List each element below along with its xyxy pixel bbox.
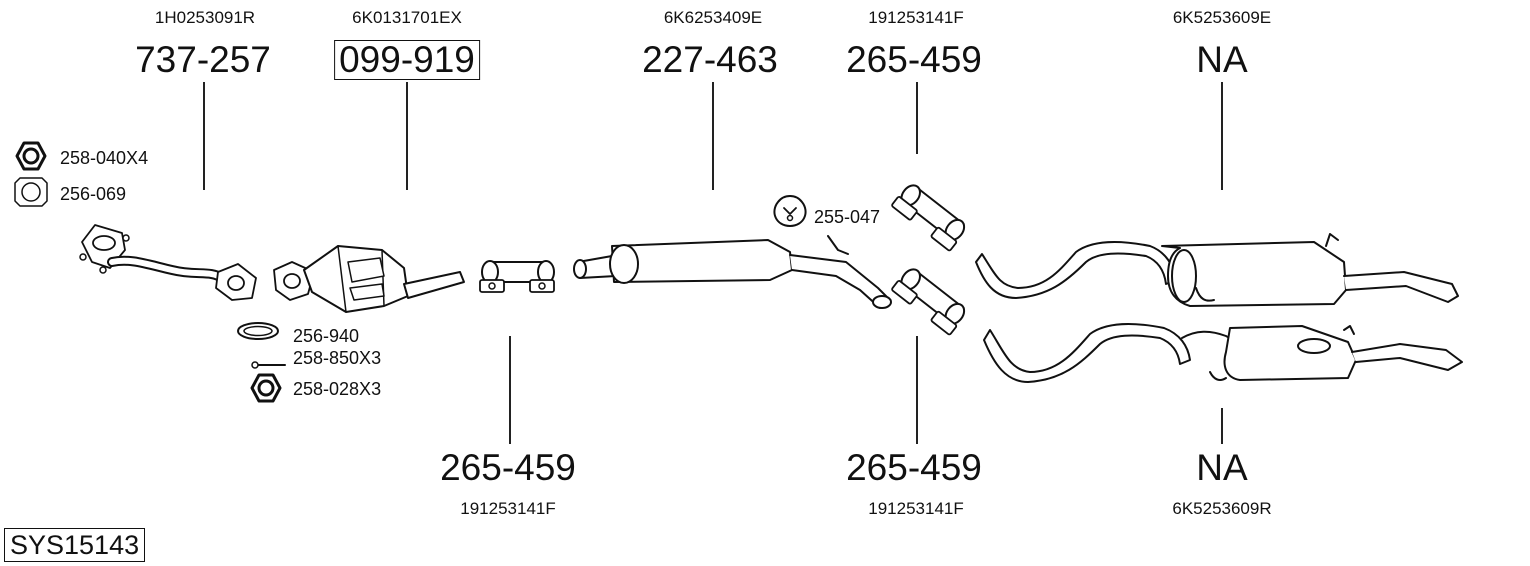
oem-number-rear-silencer-upper: 6K5253609E <box>1172 8 1272 27</box>
part-number-clamp-lower-left[interactable]: 265-459 <box>440 447 576 488</box>
label-flange-gasket[interactable]: 256-069 <box>60 184 127 204</box>
label-hex-nut-upper[interactable]: 258-040X4 <box>60 148 149 168</box>
system-code: SYS15143 <box>4 528 146 562</box>
part-number-clamp-upper[interactable]: 265-459 <box>846 39 982 80</box>
part-number-clamp-lower-right[interactable]: 265-459 <box>846 447 982 488</box>
leader-line-middle-silencer <box>712 82 714 190</box>
leader-line-front-pipe <box>203 82 205 190</box>
leader-line-clamp-upper <box>916 82 918 154</box>
leader-line-rear-silencer-lower <box>1221 408 1223 444</box>
label-rubber-hanger[interactable]: 255-047 <box>814 207 881 227</box>
catalyst-drawing <box>273 245 465 313</box>
oem-number-clamp-upper: 191253141F <box>868 8 964 27</box>
flange-gasket-icon <box>14 177 48 207</box>
oem-number-front-pipe: 1H0253091R <box>154 8 256 27</box>
pipe-clamp-drawing <box>891 268 966 336</box>
rear-silencer-upper-drawing <box>975 233 1459 307</box>
part-number-rear-silencer-upper[interactable]: NA <box>1196 39 1248 80</box>
front-pipe-drawing <box>79 224 257 301</box>
leader-line-clamp-lower-right <box>916 336 918 444</box>
leader-line-rear-silencer-upper <box>1221 82 1223 190</box>
part-number-catalyst[interactable]: 099-919 <box>334 40 480 80</box>
hex-nut-icon <box>250 373 282 403</box>
oem-number-clamp-lower-right: 191253141F <box>868 499 964 518</box>
pipe-clamp-drawing <box>891 184 966 252</box>
middle-silencer-drawing <box>573 235 892 309</box>
oem-number-rear-silencer-lower: 6K5253609R <box>1172 499 1272 518</box>
hex-nut-icon <box>15 141 47 171</box>
oem-number-middle-silencer: 6K6253409E <box>663 8 763 27</box>
ring-gasket-icon <box>237 322 279 340</box>
label-bolt[interactable]: 258-850X3 <box>293 348 382 368</box>
part-number-front-pipe[interactable]: 737-257 <box>135 39 271 80</box>
part-number-middle-silencer[interactable]: 227-463 <box>642 39 778 80</box>
bolt-icon <box>251 361 286 369</box>
leader-line-catalyst <box>406 82 408 190</box>
label-ring-gasket[interactable]: 256-940 <box>293 326 360 346</box>
part-number-rear-silencer-lower[interactable]: NA <box>1196 447 1248 488</box>
oem-number-clamp-lower-left: 191253141F <box>460 499 556 518</box>
leader-line-clamp-lower-left <box>509 336 511 444</box>
pipe-clamp-drawing <box>479 260 555 293</box>
oem-number-catalyst: 6K0131701EX <box>352 8 462 27</box>
label-hex-nut-lower[interactable]: 258-028X3 <box>293 379 382 399</box>
rubber-hanger-icon <box>773 195 807 227</box>
rear-silencer-lower-drawing <box>983 323 1463 383</box>
